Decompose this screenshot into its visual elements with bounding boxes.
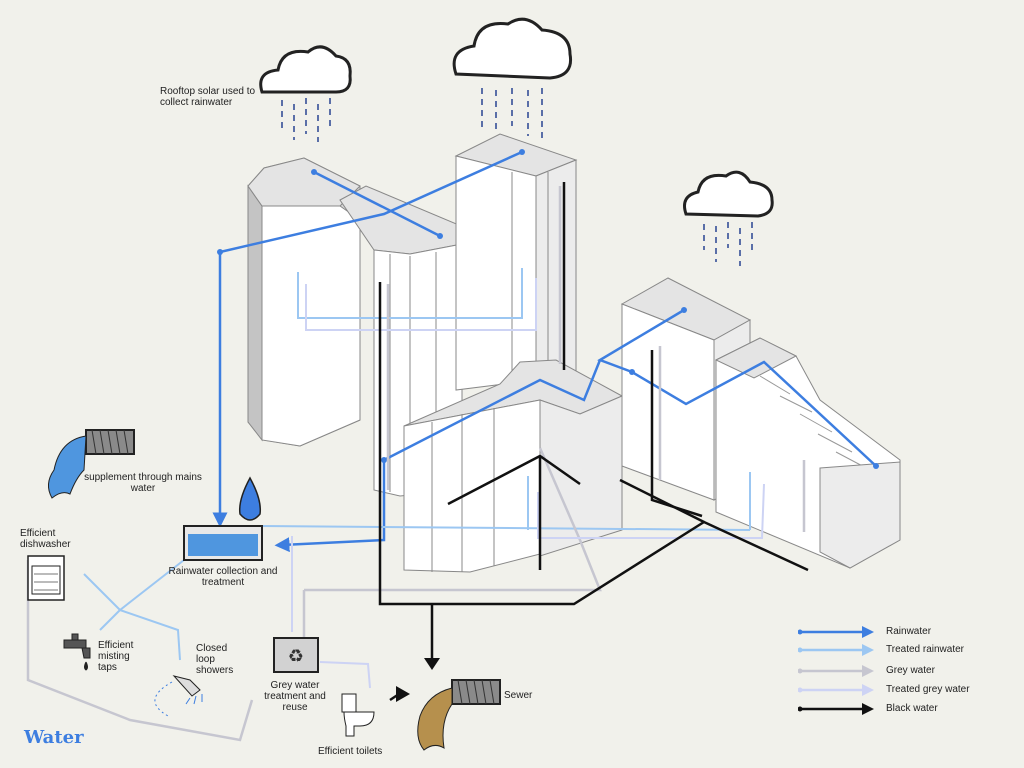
treated-rainwater-pipes <box>83 268 751 661</box>
building-stepped-block <box>714 337 901 569</box>
legend-label: Treated grey water <box>886 684 970 695</box>
treated-grey-water-pipes <box>291 278 765 689</box>
legend-item-grey-water: Grey water <box>798 664 998 678</box>
water-tank-icon <box>183 525 263 561</box>
legend-label: Treated rainwater <box>886 644 964 655</box>
section-title: Water <box>24 727 84 748</box>
black-water-pipes <box>378 182 809 702</box>
mains-pipe-icon <box>48 429 135 499</box>
rainwater-collection-label: Rainwater collection and treatment <box>168 566 278 588</box>
shower-icon <box>154 675 203 717</box>
grey-water-pipes <box>26 186 806 742</box>
rain <box>281 88 753 266</box>
building-left-tower <box>247 157 467 497</box>
supplement-label: supplement through mains water <box>84 472 202 494</box>
misting-taps-label: Efficient misting taps <box>98 640 134 673</box>
legend-item-black-water: Black water <box>798 702 998 716</box>
tap-icon <box>63 633 91 671</box>
cloud-icon <box>259 45 352 94</box>
legend-label: Grey water <box>886 665 935 676</box>
recycle-icon: ♻ <box>273 637 319 673</box>
pipe-joints <box>217 149 879 469</box>
dishwasher-icon <box>27 555 65 601</box>
sewer-pipe-icon <box>417 679 501 751</box>
legend-item-rainwater: Rainwater <box>798 625 998 639</box>
legend-label: Black water <box>886 703 938 714</box>
legend-item-treated-rainwater: Treated rainwater <box>798 643 998 657</box>
toilets-label: Efficient toilets <box>318 746 383 757</box>
svg-text:♻: ♻ <box>288 646 304 667</box>
cloud-icon <box>452 17 573 80</box>
cloud-icon <box>683 170 774 218</box>
sewer-arrow <box>424 658 440 670</box>
loop-showers-label: Closed loop showers <box>196 643 234 676</box>
rain-drop-icon <box>238 476 262 521</box>
toilet-icon <box>341 693 375 737</box>
toilet-arrow <box>396 686 410 702</box>
rooftop-solar-label: Rooftop solar used to collect rainwater <box>160 86 256 108</box>
legend-label: Rainwater <box>886 626 932 637</box>
dishwasher-label: Efficient dishwasher <box>20 528 71 550</box>
grey-water-treatment-label: Grey water treatment and reuse <box>264 680 326 713</box>
sewer-label: Sewer <box>504 690 533 701</box>
legend-item-treated-grey-water: Treated grey water <box>798 683 998 697</box>
